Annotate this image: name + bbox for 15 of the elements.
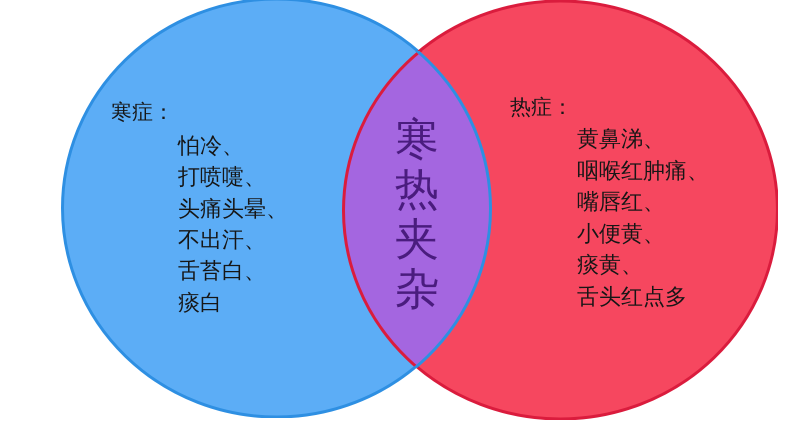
category-heading: 寒症：: [110, 100, 174, 124]
symptom-item: 打喷嚏、: [178, 165, 266, 191]
overlap-label: 寒热夹杂: [394, 115, 440, 315]
symptom-item: 舌苔白、: [178, 259, 266, 284]
symptom-item: 不出汗、: [178, 228, 266, 254]
symptom-item: 嘴唇红、: [576, 190, 665, 216]
symptom-item: 怕冷、: [178, 134, 244, 160]
category-heading: 热症：: [510, 95, 573, 120]
symptom-item: 黄鼻涕、: [576, 127, 665, 152]
symptom-item: 舌头红点多: [576, 285, 687, 310]
symptom-item: 咽喉红肿痛、: [576, 158, 709, 184]
symptom-item: 痰黄、: [576, 253, 643, 279]
symptom-item: 头痛头晕、: [178, 196, 288, 222]
symptom-item: 痰白: [178, 290, 222, 316]
symptom-item: 小便黄、: [576, 222, 665, 248]
